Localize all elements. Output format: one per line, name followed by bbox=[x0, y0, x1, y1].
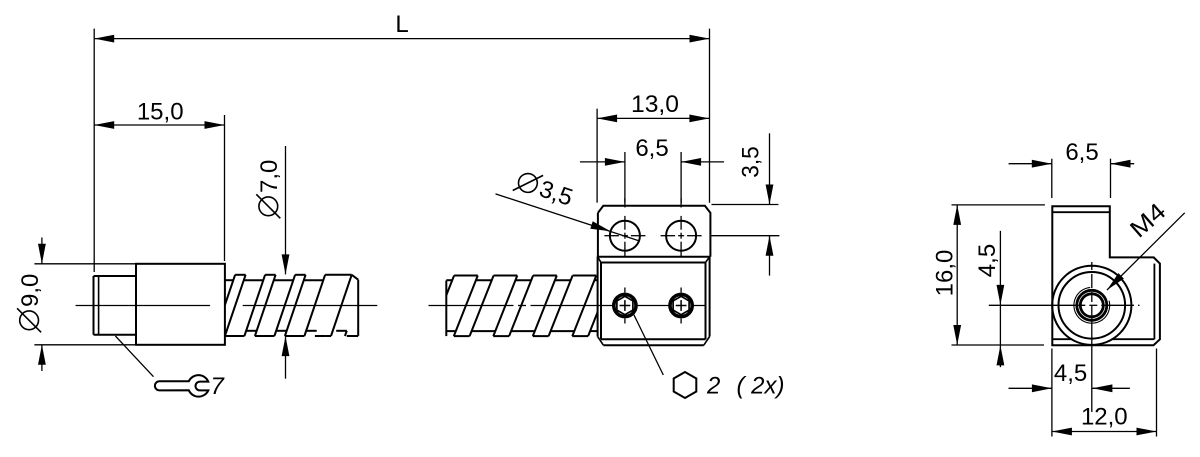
svg-text:6,5: 6,5 bbox=[1065, 139, 1098, 166]
svg-text:M4: M4 bbox=[1125, 198, 1171, 243]
svg-text:6,5: 6,5 bbox=[635, 135, 668, 162]
svg-text:L: L bbox=[395, 11, 408, 38]
svg-text:2: 2 bbox=[706, 373, 720, 400]
svg-text:12,0: 12,0 bbox=[1081, 404, 1128, 431]
svg-text:7,0: 7,0 bbox=[256, 160, 283, 193]
svg-text:4,5: 4,5 bbox=[974, 244, 1001, 277]
svg-text:15,0: 15,0 bbox=[137, 98, 184, 125]
svg-text:13,0: 13,0 bbox=[631, 91, 679, 118]
svg-text:9,0: 9,0 bbox=[17, 274, 44, 307]
svg-text:( 2x): ( 2x) bbox=[737, 373, 785, 400]
svg-text:7: 7 bbox=[211, 373, 226, 400]
svg-text:3,5: 3,5 bbox=[536, 175, 576, 211]
svg-text:16,0: 16,0 bbox=[932, 250, 959, 297]
svg-text:3,5: 3,5 bbox=[738, 146, 765, 178]
svg-text:4,5: 4,5 bbox=[1054, 360, 1087, 387]
